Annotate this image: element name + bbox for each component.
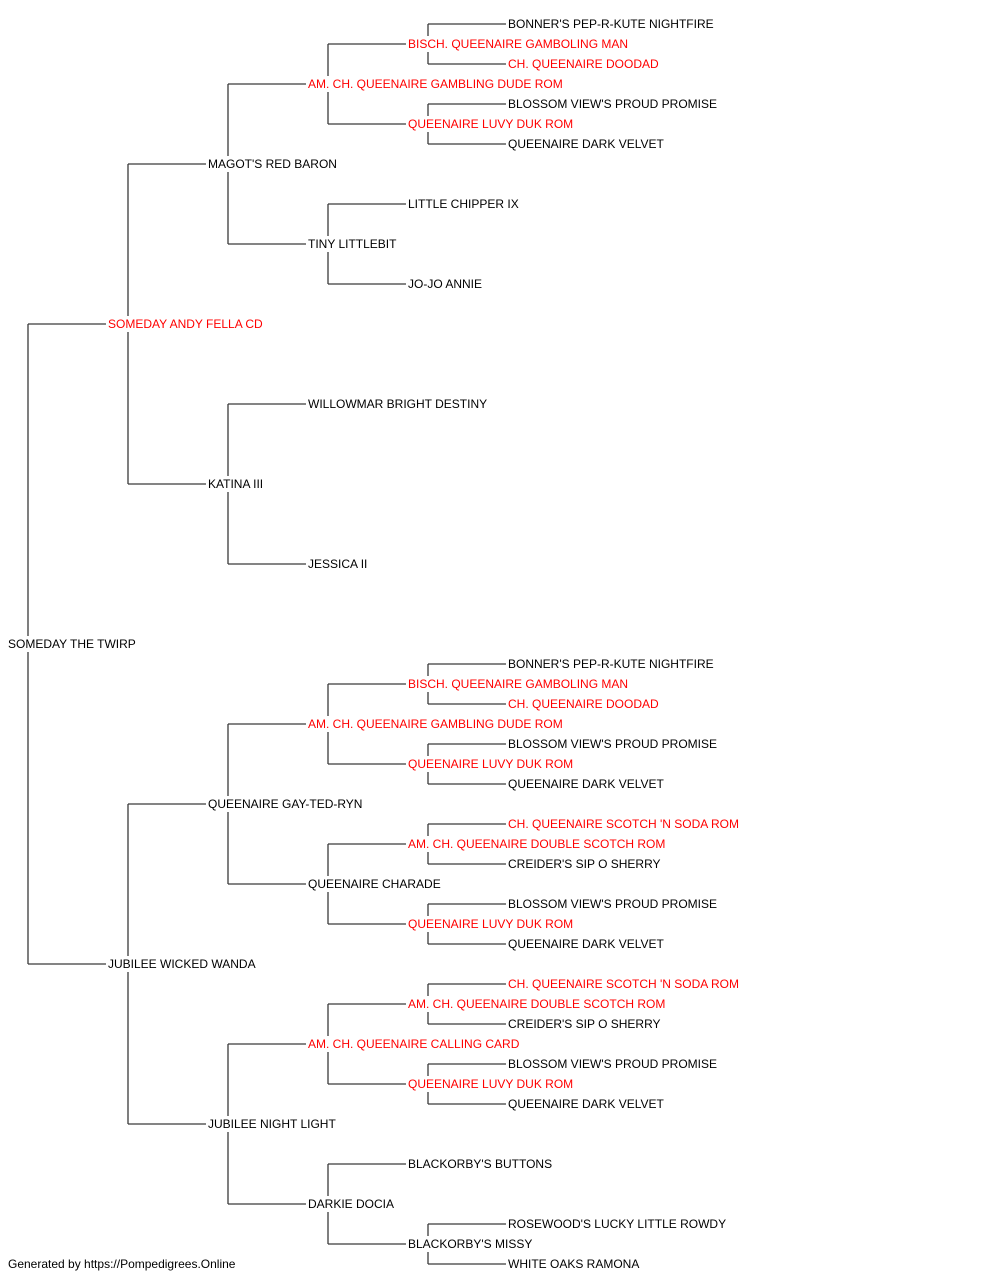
label-backdrop <box>407 996 667 1012</box>
dog-name[interactable]: QUEENAIRE LUVY DUK ROM <box>408 1077 573 1091</box>
label-backdrop <box>107 316 265 332</box>
dog-name[interactable]: TINY LITTLEBIT <box>308 237 397 251</box>
label-backdrop <box>407 116 575 132</box>
label-backdrop <box>207 476 265 492</box>
dog-name[interactable]: QUEENAIRE LUVY DUK ROM <box>408 757 573 771</box>
label-backdrop <box>507 816 740 832</box>
dog-name[interactable]: CH. QUEENAIRE SCOTCH 'N SODA ROM <box>508 977 739 991</box>
dog-name[interactable]: BLOSSOM VIEW'S PROUD PROMISE <box>508 97 717 111</box>
dog-name[interactable]: WILLOWMAR BRIGHT DESTINY <box>308 397 487 411</box>
label-backdrop <box>407 916 575 932</box>
label-backdrop <box>507 96 718 112</box>
dog-name[interactable]: QUEENAIRE GAY-TED-RYN <box>208 797 362 811</box>
label-backdrop <box>407 196 520 212</box>
label-backdrop <box>7 636 137 652</box>
label-backdrop <box>507 856 662 872</box>
dog-name[interactable]: MAGOT'S RED BARON <box>208 157 337 171</box>
label-backdrop <box>507 1016 662 1032</box>
connector-lines <box>27 23 506 1265</box>
dog-name[interactable]: QUEENAIRE DARK VELVET <box>508 1097 664 1111</box>
dog-name[interactable]: JESSICA II <box>308 557 367 571</box>
label-backdrop <box>207 156 338 172</box>
label-backdrop <box>307 236 399 252</box>
dog-name[interactable]: AM. CH. QUEENAIRE GAMBLING DUDE ROM <box>308 77 563 91</box>
dog-name[interactable]: BLACKORBY'S BUTTONS <box>408 1157 552 1171</box>
dog-name[interactable]: QUEENAIRE DARK VELVET <box>508 137 664 151</box>
label-backdrop <box>507 736 718 752</box>
footer-credit: Generated by https://Pompedigrees.Online <box>8 1257 236 1271</box>
dog-name[interactable]: BLOSSOM VIEW'S PROUD PROMISE <box>508 897 717 911</box>
dog-name[interactable]: CH. QUEENAIRE DOODAD <box>508 697 659 711</box>
label-backdrop <box>507 896 718 912</box>
label-backdrop <box>307 1196 396 1212</box>
dog-name[interactable]: BLOSSOM VIEW'S PROUD PROMISE <box>508 1057 717 1071</box>
label-backdrop <box>407 276 484 292</box>
dog-name[interactable]: QUEENAIRE LUVY DUK ROM <box>408 117 573 131</box>
label-backdrop <box>407 1156 554 1172</box>
dog-name[interactable]: LITTLE CHIPPER IX <box>408 197 519 211</box>
label-backdrop <box>507 1256 641 1272</box>
dog-name[interactable]: BISCH. QUEENAIRE GAMBOLING MAN <box>408 37 628 51</box>
dog-name[interactable]: BISCH. QUEENAIRE GAMBOLING MAN <box>408 677 628 691</box>
dog-name[interactable]: ROSEWOOD'S LUCKY LITTLE ROWDY <box>508 1217 726 1231</box>
label-backdrop <box>507 1096 666 1112</box>
dog-name[interactable]: CREIDER'S SIP O SHERRY <box>508 1017 661 1031</box>
dog-name[interactable]: KATINA III <box>208 477 263 491</box>
dog-name[interactable]: JO-JO ANNIE <box>408 277 482 291</box>
dog-name[interactable]: DARKIE DOCIA <box>308 1197 394 1211</box>
dog-name[interactable]: AM. CH. QUEENAIRE DOUBLE SCOTCH ROM <box>408 997 665 1011</box>
label-backdrop <box>507 1056 718 1072</box>
label-backdrop <box>407 676 630 692</box>
dog-name[interactable]: CREIDER'S SIP O SHERRY <box>508 857 661 871</box>
label-backdrop <box>407 1076 575 1092</box>
label-backdrop <box>507 936 666 952</box>
label-backdrop <box>507 696 661 712</box>
label-backdrop <box>207 796 364 812</box>
label-backdrop <box>507 776 666 792</box>
label-backdrop <box>507 56 661 72</box>
node-labels: SOMEDAY THE TWIRP SOMEDAY ANDY FELLA CD MA… <box>7 16 740 1272</box>
dog-name[interactable]: BONNER'S PEP-R-KUTE NIGHTFIRE <box>508 17 714 31</box>
dog-name[interactable]: QUEENAIRE DARK VELVET <box>508 777 664 791</box>
label-backdrop <box>307 876 442 892</box>
dog-name[interactable]: SOMEDAY THE TWIRP <box>8 637 136 651</box>
label-backdrop <box>107 956 257 972</box>
label-backdrop <box>507 1216 728 1232</box>
label-backdrop <box>307 396 489 412</box>
dog-name[interactable]: QUEENAIRE LUVY DUK ROM <box>408 917 573 931</box>
label-backdrop <box>507 136 666 152</box>
dog-name[interactable]: BLOSSOM VIEW'S PROUD PROMISE <box>508 737 717 751</box>
label-backdrop <box>407 756 575 772</box>
dog-name[interactable]: WHITE OAKS RAMONA <box>508 1257 639 1271</box>
dog-name[interactable]: AM. CH. QUEENAIRE DOUBLE SCOTCH ROM <box>408 837 665 851</box>
dog-name[interactable]: BLACKORBY'S MISSY <box>408 1237 532 1251</box>
dog-name[interactable]: AM. CH. QUEENAIRE CALLING CARD <box>308 1037 520 1051</box>
dog-name[interactable]: QUEENAIRE DARK VELVET <box>508 937 664 951</box>
dog-name[interactable]: AM. CH. QUEENAIRE GAMBLING DUDE ROM <box>308 717 563 731</box>
label-backdrop <box>307 716 564 732</box>
label-backdrop <box>407 836 667 852</box>
label-backdrop <box>307 76 564 92</box>
label-backdrop <box>407 1236 534 1252</box>
dog-name[interactable]: CH. QUEENAIRE SCOTCH 'N SODA ROM <box>508 817 739 831</box>
dog-name[interactable]: JUBILEE NIGHT LIGHT <box>208 1117 336 1131</box>
label-backdrop <box>207 1116 338 1132</box>
label-backdrop <box>307 556 369 572</box>
label-backdrop <box>507 16 715 32</box>
label-backdrop <box>507 656 715 672</box>
dog-name[interactable]: QUEENAIRE CHARADE <box>308 877 441 891</box>
dog-name[interactable]: CH. QUEENAIRE DOODAD <box>508 57 659 71</box>
label-backdrop <box>307 1036 521 1052</box>
label-backdrop <box>407 36 630 52</box>
dog-name[interactable]: BONNER'S PEP-R-KUTE NIGHTFIRE <box>508 657 714 671</box>
dog-name[interactable]: JUBILEE WICKED WANDA <box>108 957 256 971</box>
label-backdrop <box>507 976 740 992</box>
dog-name[interactable]: SOMEDAY ANDY FELLA CD <box>108 317 263 331</box>
